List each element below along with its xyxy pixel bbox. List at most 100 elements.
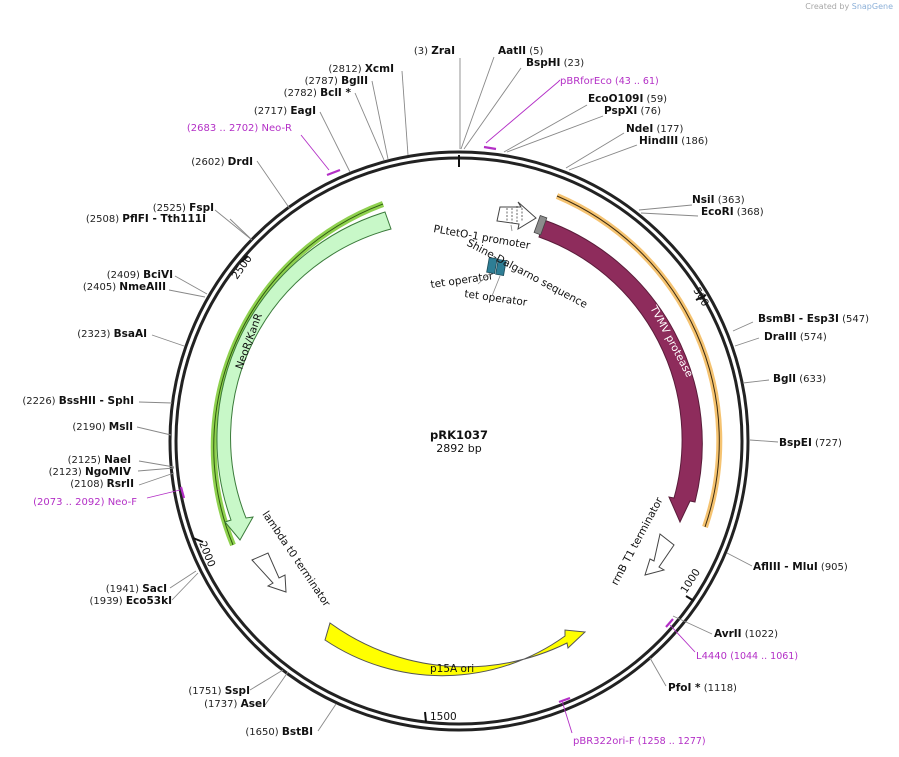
site-pos: (186) <box>678 136 708 147</box>
credit-brand: SnapGene <box>851 2 893 11</box>
site-label-bsmbi: BsmBI - Esp3I (547) <box>758 313 869 325</box>
primer-label-pbr322ori: pBR322ori-F (1258 .. 1277) <box>573 736 706 747</box>
primer-name: pBRforEco <box>560 76 615 87</box>
tick-mark-2000 <box>192 537 204 543</box>
site-label-eagi: (2717) EagI <box>254 105 316 117</box>
primer-mark-neor <box>326 168 341 177</box>
site-label-drdi: (2602) DrdI <box>191 156 253 168</box>
site-name: BspHI <box>526 57 560 69</box>
site-pos: (2409) <box>107 270 143 281</box>
primer-range: (43 .. 61) <box>615 76 659 87</box>
primer-range: (1044 .. 1061) <box>730 651 798 662</box>
site-name: NaeI <box>104 454 131 466</box>
site-name: PflFI - Tth111I <box>122 213 206 225</box>
site-pos: (177) <box>653 124 683 135</box>
primer-labels: pBRforEco (43 .. 61) L4440 (1044 .. 1061)… <box>33 76 798 747</box>
site-name: AflIII - MluI <box>753 561 818 573</box>
site-label-bsphi: BspHI (23) <box>526 57 584 69</box>
site-pos: (574) <box>797 332 827 343</box>
site-name: DraIII <box>764 331 797 343</box>
site-label-bstbi: (1650) BstBI <box>245 726 313 738</box>
site-name: EcoO109I <box>588 93 643 105</box>
site-pos: (363) <box>715 195 745 206</box>
site-label-nsii: NsiI (363) <box>692 194 745 206</box>
site-label-ngomiv: (2123) NgoMIV <box>49 466 132 478</box>
site-name: Eco53kI <box>126 595 172 607</box>
site-label-fspi: (2525) FspI <box>153 202 214 214</box>
site-pos: (547) <box>839 314 869 325</box>
site-label-pflfi: (2508) PflFI - Tth111I <box>86 213 206 225</box>
site-name: PfoI * <box>668 682 701 694</box>
primer-label-pbrforeco: pBRforEco (43 .. 61) <box>560 76 659 87</box>
primer-range: (1258 .. 1277) <box>638 736 706 747</box>
teto-leader-2 <box>491 275 501 297</box>
site-label-aatii: AatII (5) <box>498 45 543 57</box>
site-name: DrdI <box>228 156 253 168</box>
site-pos: (23) <box>560 58 584 69</box>
tet-operator-1-label: tet operator <box>430 270 495 291</box>
site-name: ZraI <box>431 45 455 57</box>
site-name: SacI <box>142 583 167 595</box>
site-label-pspxi: PspXI (76) <box>604 105 661 117</box>
site-label-hindiii: HindIII (186) <box>639 135 708 147</box>
site-pos: (2717) <box>254 106 290 117</box>
site-pos: (2782) <box>284 88 320 99</box>
site-name: PspXI <box>604 105 637 117</box>
site-label-draiii: DraIII (574) <box>764 331 827 343</box>
site-name: BssHII - SphI <box>59 395 134 407</box>
primer-name: pBR322ori-F <box>573 736 638 747</box>
primer-leader-l4440 <box>669 624 696 653</box>
pltet-leader <box>510 224 513 232</box>
rrnb-label: rrnB T1 terminator <box>609 495 666 587</box>
site-label-saci: (1941) SacI <box>106 583 167 595</box>
teto-leader-1 <box>477 272 491 285</box>
site-pos: (2508) <box>86 214 122 225</box>
p15a-ori-arrow <box>324 622 587 677</box>
rrnb-t1-terminator-arrow <box>644 533 675 576</box>
site-name: BspEI <box>779 437 812 449</box>
site-name: SspI <box>225 685 250 697</box>
primer-mark-pbrforeco <box>483 145 497 151</box>
green-highlight-line <box>213 203 384 546</box>
primer-mark-pbr322ori <box>558 696 571 704</box>
site-pos: (1939) <box>89 596 125 607</box>
site-name: BglII <box>341 75 368 87</box>
site-name: BciVI <box>143 269 173 281</box>
site-pos: (2525) <box>153 203 189 214</box>
site-name: NmeAIII <box>119 281 166 293</box>
credit-prefix: Created by <box>805 2 850 11</box>
site-name: HindIII <box>639 135 678 147</box>
site-label-eco53ki: (1939) Eco53kI <box>89 595 172 607</box>
site-pos: (905) <box>818 562 848 573</box>
p15a-ori-label: p15A ori <box>430 663 474 675</box>
site-label-xcmi: (2812) XcmI <box>328 63 394 75</box>
site-pos: (1118) <box>701 683 738 694</box>
site-name: EcoRI <box>701 206 734 218</box>
site-name: AseI <box>241 698 266 710</box>
site-pos: (2190) <box>72 422 108 433</box>
tick-mark-1500 <box>424 711 427 723</box>
site-name: BsaAI <box>114 328 147 340</box>
site-pos: (2405) <box>83 282 119 293</box>
site-name: BclI * <box>320 87 351 99</box>
site-pos: (2108) <box>70 479 106 490</box>
primer-leader-pbrforeco <box>485 79 561 144</box>
site-label-bgli: BglI (633) <box>773 373 826 385</box>
site-label-bsshii: (2226) BssHII - SphI <box>22 395 134 407</box>
site-pos: (76) <box>637 106 661 117</box>
primer-leader-pbr322ori <box>561 700 573 734</box>
neor-kanr-arrow <box>216 211 392 541</box>
site-pos: (1751) <box>188 686 224 697</box>
primer-name: L4440 <box>696 651 730 662</box>
site-label-nmeaiii: (2405) NmeAIII <box>83 281 166 293</box>
site-label-eco0109i: EcoO109I (59) <box>588 93 667 105</box>
snapgene-credit: Created by SnapGene <box>805 2 893 11</box>
site-label-bcli: (2782) BclI * <box>284 87 352 99</box>
site-label-ndei: NdeI (177) <box>626 123 684 135</box>
primer-label-neof: (2073 .. 2092) Neo-F <box>33 497 137 508</box>
orange-highlight-line <box>556 195 720 528</box>
site-name: MslI <box>109 421 133 433</box>
site-label-ecori: EcoRI (368) <box>701 206 764 218</box>
site-pos: (1022) <box>742 629 779 640</box>
